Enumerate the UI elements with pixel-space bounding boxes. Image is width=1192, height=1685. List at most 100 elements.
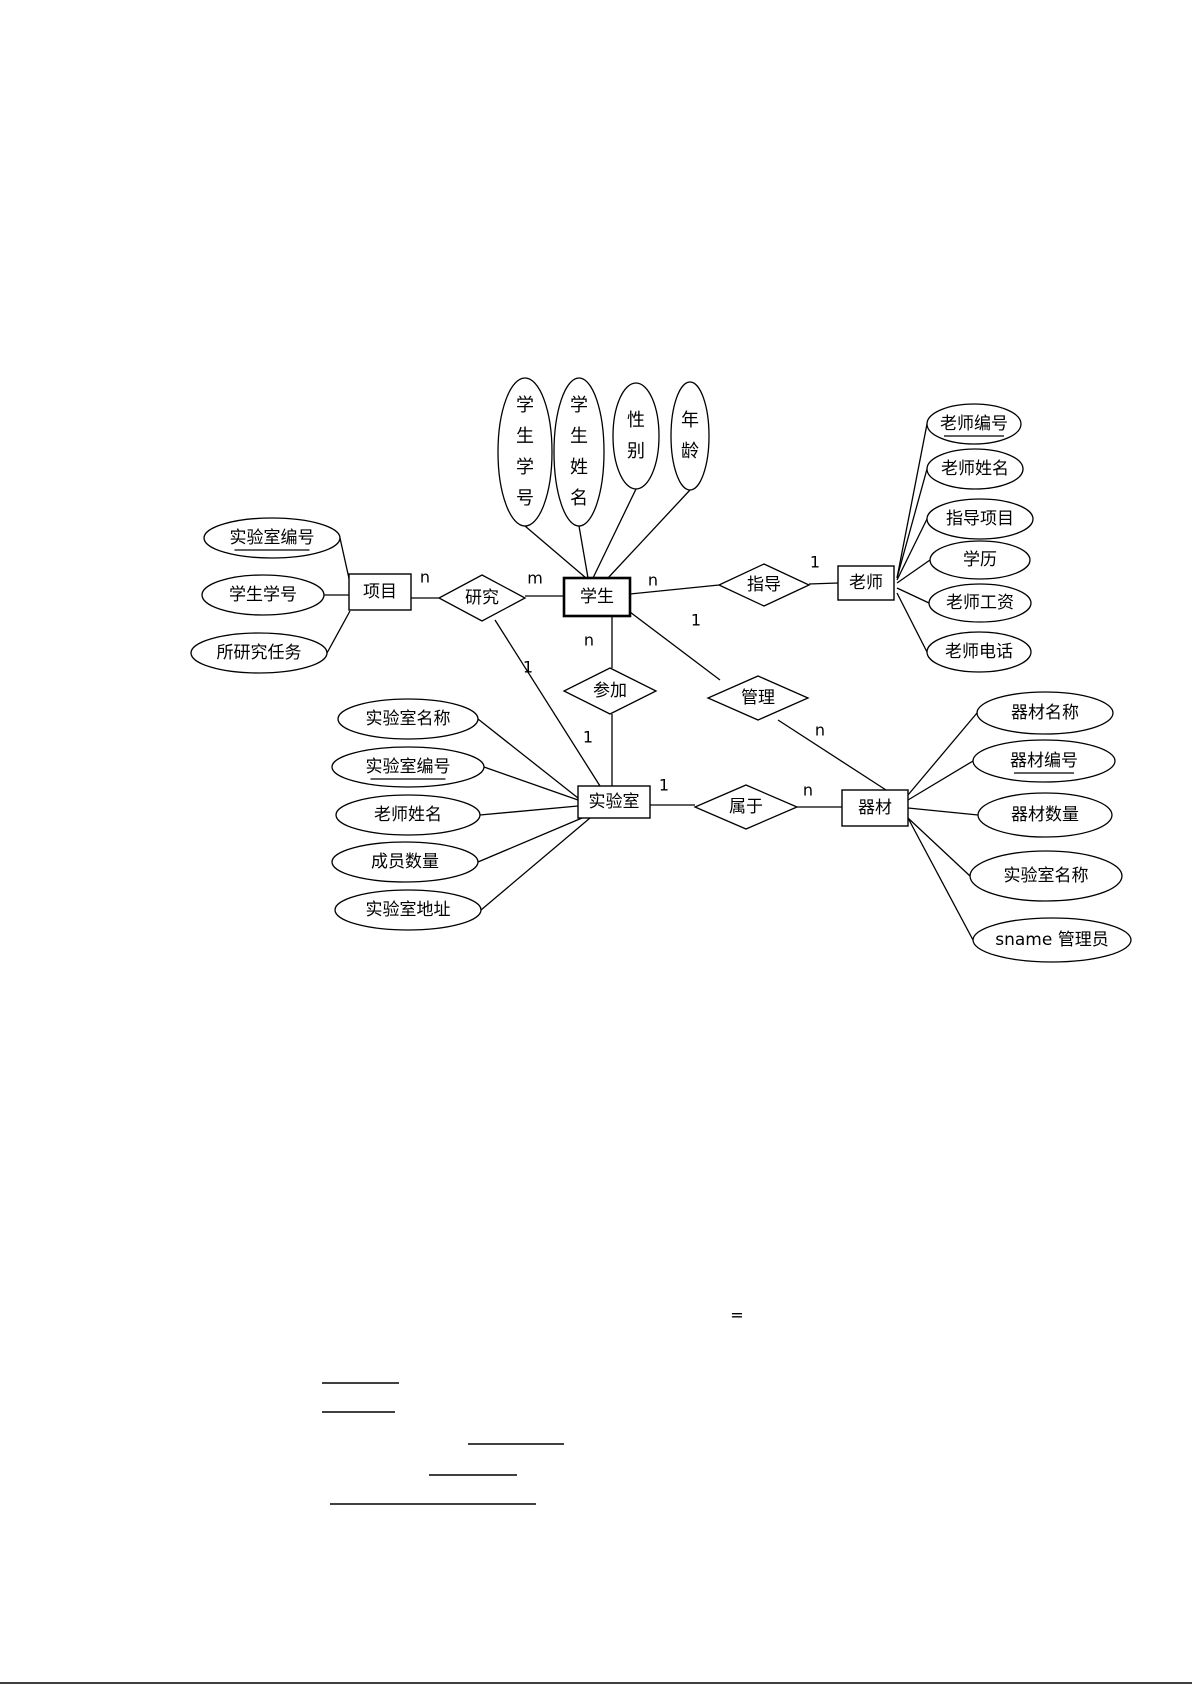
attribute-equipment-3-ellipse [969,850,1123,902]
cardinality-student_research: m [527,569,543,588]
entity-lab-label: 实验室 [589,792,640,812]
attribute-teacher-4-ellipse [928,583,1032,623]
svg-text:生: 生 [516,426,534,447]
attribute-line-student-1 [578,525,589,579]
relation-belong-diamond [693,784,799,830]
relation-line-manage-student [629,611,721,681]
attribute-student-1-ellipse [553,377,605,527]
attribute-equipment-2-label: 器材数量 [1011,805,1079,825]
cardinality-student_join: n [584,631,594,650]
attribute-line-equipment-1 [907,760,974,801]
attribute-project-0-ellipse [203,517,341,559]
attribute-line-equipment-4 [907,817,974,941]
relation-line-research-lab [494,619,601,787]
attribute-teacher-0-ellipse [926,403,1022,445]
svg-text:号: 号 [516,488,534,509]
cardinality-student_manage: 1 [691,611,701,630]
svg-text:学: 学 [516,395,534,416]
svg-text:名: 名 [570,488,588,509]
attribute-line-equipment-0 [907,712,978,796]
attribute-lab-4-ellipse [334,889,482,931]
svg-text:龄: 龄 [681,441,699,462]
attribute-student-3-ellipse [670,381,710,491]
svg-text:学: 学 [516,457,534,478]
attribute-lab-3-ellipse [331,841,479,883]
svg-text:性: 性 [627,410,645,431]
entity-project-box [348,573,412,611]
entity-student-label: 学生 [580,587,614,607]
attribute-lab-1-label: 实验室编号 [366,757,451,777]
cardinality-lab_belong: 1 [659,776,669,795]
attribute-equipment-4-label: sname 管理员 [995,930,1108,950]
relation-line-guide-student [629,584,720,595]
attribute-line-teacher-0 [896,423,928,579]
svg-text:生: 生 [570,426,588,447]
attribute-line-student-2 [592,488,637,579]
cardinality-student_guide: n [648,571,658,590]
attribute-line-student-3 [607,489,691,579]
entity-student-box [562,576,632,618]
attribute-teacher-3-ellipse [929,540,1031,580]
attribute-project-1-ellipse [201,574,325,616]
relation-research-diamond [437,574,527,622]
cardinality-lab_join: 1 [583,728,593,747]
attribute-teacher-2-ellipse [926,498,1034,540]
svg-text:姓: 姓 [570,457,588,478]
entity-equipment-label: 器材 [858,798,892,818]
relation-manage-diamond [706,675,810,721]
relation-join-label: 参加 [593,681,627,701]
attribute-line-lab-2 [479,805,579,816]
attribute-line-teacher-1 [896,468,928,579]
attribute-equipment-2-ellipse [977,792,1113,838]
attribute-student-0-label: 学生学号 [516,395,534,509]
attribute-lab-0-ellipse [337,698,479,740]
relation-manage-label: 管理 [741,688,775,708]
equals-sign: = [730,1306,743,1325]
attribute-equipment-0-ellipse [976,691,1114,735]
attribute-project-0-label: 实验室编号 [230,528,315,548]
relation-guide-label: 指导 [747,575,781,595]
cardinality-equipment_manage: n [815,721,825,740]
attribute-equipment-0-label: 器材名称 [1011,703,1079,723]
relation-belong-label: 属于 [729,797,763,817]
attribute-project-2-label: 所研究任务 [217,643,302,663]
attribute-student-2-label: 性别 [627,410,645,462]
cardinality-equipment_belong: n [803,781,813,800]
relation-research-label: 研究 [465,588,499,608]
attribute-teacher-5-label: 老师电话 [945,642,1013,662]
attribute-line-equipment-3 [907,817,971,877]
attribute-lab-0-label: 实验室名称 [366,709,451,729]
svg-text:年: 年 [681,410,699,431]
entity-project-label: 项目 [363,582,397,602]
attribute-line-teacher-4 [896,587,930,604]
cardinality-project_research: n [420,568,430,587]
attribute-teacher-2-label: 指导项目 [946,509,1014,529]
attribute-line-project-2 [326,610,351,654]
attribute-equipment-1-ellipse [972,739,1116,783]
svg-text:别: 别 [627,441,645,462]
attribute-line-student-0 [524,525,587,579]
attribute-line-teacher-2 [896,518,928,581]
attribute-student-0-ellipse [497,377,553,527]
attribute-lab-2-ellipse [335,794,481,836]
attribute-lab-2-label: 老师姓名 [374,805,442,825]
cardinality-teacher_guide: 1 [810,553,820,572]
entity-teacher-label: 老师 [849,573,883,593]
attribute-project-1-label: 学生学号 [229,585,297,605]
relation-line-guide-teacher [808,582,839,585]
attribute-line-teacher-5 [896,592,928,653]
attribute-student-2-ellipse [612,382,660,490]
entity-lab-box [577,785,651,819]
attribute-line-lab-4 [480,817,591,911]
attribute-line-lab-0 [477,718,579,799]
entity-teacher-box [837,565,895,601]
attribute-line-lab-3 [477,817,583,863]
attribute-lab-1-ellipse [331,746,485,788]
attribute-teacher-0-label: 老师编号 [940,414,1008,434]
entity-equipment-box [841,789,909,827]
relation-join-diamond [562,667,658,715]
attribute-line-lab-1 [483,766,579,801]
